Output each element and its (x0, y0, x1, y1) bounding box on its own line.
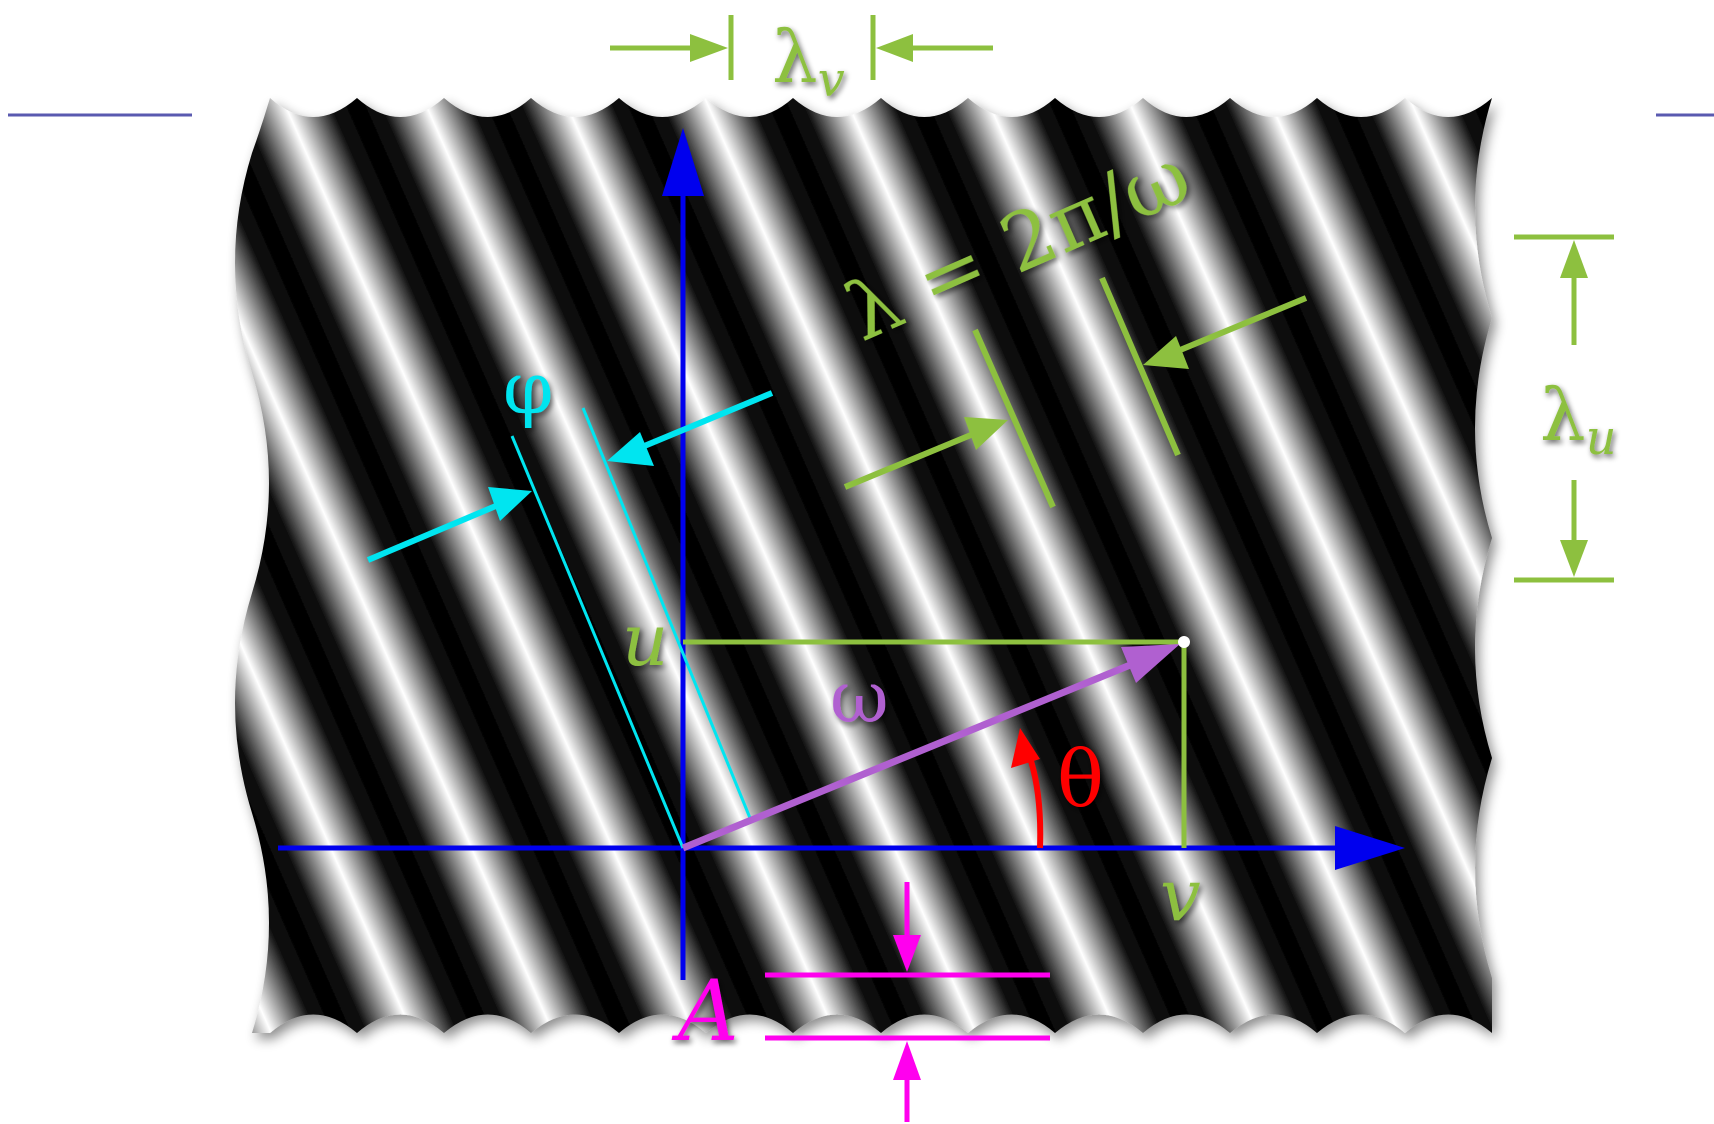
frequency-point (1178, 636, 1190, 648)
wavelength-arrow-right (1166, 295, 1308, 358)
wavelength-tick-1 (972, 328, 1056, 509)
omega-arrowhead (1121, 644, 1180, 683)
phase-arrow-left (366, 497, 512, 563)
sinusoidal-grating (235, 98, 1492, 1033)
phase-arrowhead-right (607, 432, 654, 466)
label-amplitude: A (671, 962, 739, 1060)
lambda-u-arrowhead-bottom (1560, 540, 1588, 577)
phase-arrow-right (628, 390, 774, 455)
wavelength-arrowhead-left (964, 417, 1008, 450)
label-theta: θ (1057, 735, 1104, 825)
label-lambda-u: λu (1540, 373, 1617, 466)
wavelength-arrowhead-right (1143, 336, 1189, 369)
phase-line-2 (581, 407, 752, 819)
phase-arrowhead-left (488, 487, 532, 521)
wavelength-tick-2 (1099, 276, 1181, 457)
vertical-axis-arrowhead (662, 128, 704, 196)
lambda-v-arrowhead-left (690, 34, 728, 62)
label-v: v (1160, 853, 1201, 937)
horizontal-axis-arrowhead (1335, 826, 1405, 870)
label-omega: ω (830, 655, 889, 739)
label-u: u (622, 598, 668, 682)
label-phi: φ (503, 346, 553, 430)
omega-vector (681, 657, 1142, 852)
amplitude-arrowhead-top (893, 935, 921, 972)
phase-line-1 (510, 435, 685, 849)
wavelength-arrow-left (843, 427, 985, 490)
lambda-v-arrowhead-right (876, 34, 913, 62)
theta-arrowhead (1011, 728, 1040, 768)
label-lambda-v: λv (772, 15, 845, 108)
lambda-u-arrowhead-top (1560, 240, 1588, 278)
amplitude-arrowhead-bottom (893, 1041, 921, 1080)
